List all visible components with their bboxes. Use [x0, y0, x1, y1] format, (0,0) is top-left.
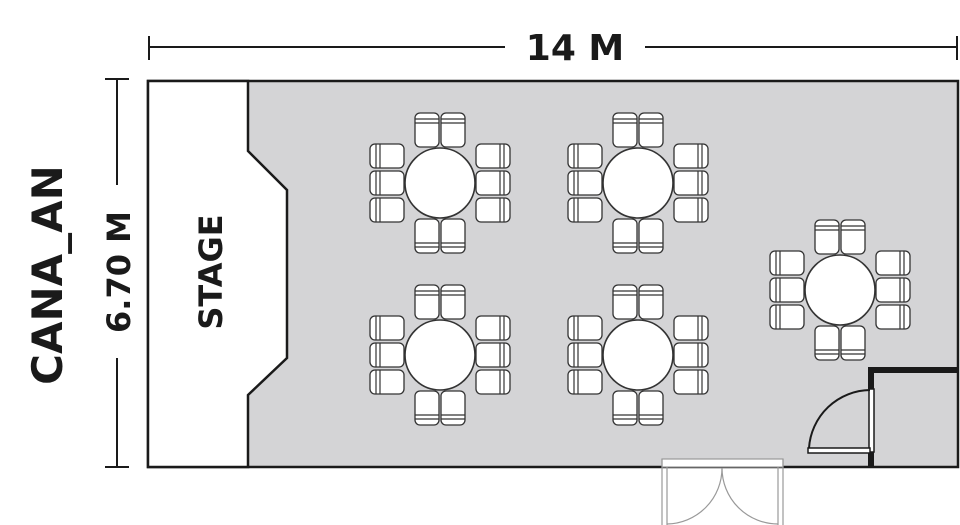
chair[interactable]: [769, 277, 805, 303]
chair[interactable]: [369, 369, 405, 395]
round-table-set[interactable]: [369, 112, 511, 254]
round-table[interactable]: [404, 319, 476, 391]
chair[interactable]: [440, 390, 466, 426]
chair[interactable]: [440, 284, 466, 320]
chair[interactable]: [475, 170, 511, 196]
chair[interactable]: [769, 250, 805, 276]
chair[interactable]: [638, 112, 664, 148]
chair[interactable]: [673, 143, 709, 169]
chair[interactable]: [673, 197, 709, 223]
chair[interactable]: [638, 284, 664, 320]
chair[interactable]: [769, 304, 805, 330]
chair[interactable]: [612, 284, 638, 320]
chair[interactable]: [475, 342, 511, 368]
chair[interactable]: [414, 218, 440, 254]
height-label: 6.70 M: [100, 211, 138, 333]
round-table[interactable]: [404, 147, 476, 219]
chair[interactable]: [414, 112, 440, 148]
chair[interactable]: [638, 218, 664, 254]
chair[interactable]: [475, 369, 511, 395]
chair[interactable]: [414, 284, 440, 320]
chair[interactable]: [440, 112, 466, 148]
chair[interactable]: [814, 219, 840, 255]
chair[interactable]: [567, 143, 603, 169]
chair[interactable]: [875, 277, 911, 303]
chair[interactable]: [875, 304, 911, 330]
stage-label: STAGE: [192, 214, 230, 329]
side-room-door[interactable]: [807, 388, 875, 454]
chair[interactable]: [840, 219, 866, 255]
width-dimension: [148, 36, 958, 60]
chair[interactable]: [673, 369, 709, 395]
chair[interactable]: [673, 315, 709, 341]
round-table[interactable]: [804, 254, 876, 326]
chair[interactable]: [567, 197, 603, 223]
chair[interactable]: [612, 390, 638, 426]
side-room-walls: [868, 367, 958, 467]
chair[interactable]: [369, 315, 405, 341]
round-table-set[interactable]: [769, 219, 911, 361]
round-table[interactable]: [602, 147, 674, 219]
chair[interactable]: [567, 342, 603, 368]
chair[interactable]: [567, 369, 603, 395]
height-dimension: [105, 78, 129, 468]
room-name: CANA_AN: [23, 165, 72, 385]
round-table-set[interactable]: [567, 112, 709, 254]
chair[interactable]: [414, 390, 440, 426]
chair[interactable]: [440, 218, 466, 254]
chair[interactable]: [369, 197, 405, 223]
stage[interactable]: [146, 79, 289, 469]
chair[interactable]: [475, 315, 511, 341]
chair[interactable]: [369, 342, 405, 368]
chair[interactable]: [475, 197, 511, 223]
chair[interactable]: [369, 170, 405, 196]
chair[interactable]: [567, 315, 603, 341]
chair[interactable]: [814, 325, 840, 361]
chair[interactable]: [612, 112, 638, 148]
width-label: 14 M: [526, 28, 624, 69]
chair[interactable]: [875, 250, 911, 276]
round-table[interactable]: [602, 319, 674, 391]
chair[interactable]: [673, 170, 709, 196]
chair[interactable]: [567, 170, 603, 196]
chair[interactable]: [612, 218, 638, 254]
entrance-double-door[interactable]: [661, 458, 784, 525]
chair[interactable]: [673, 342, 709, 368]
chair[interactable]: [840, 325, 866, 361]
chair[interactable]: [475, 143, 511, 169]
chair[interactable]: [638, 390, 664, 426]
round-table-set[interactable]: [567, 284, 709, 426]
round-table-set[interactable]: [369, 284, 511, 426]
chair[interactable]: [369, 143, 405, 169]
